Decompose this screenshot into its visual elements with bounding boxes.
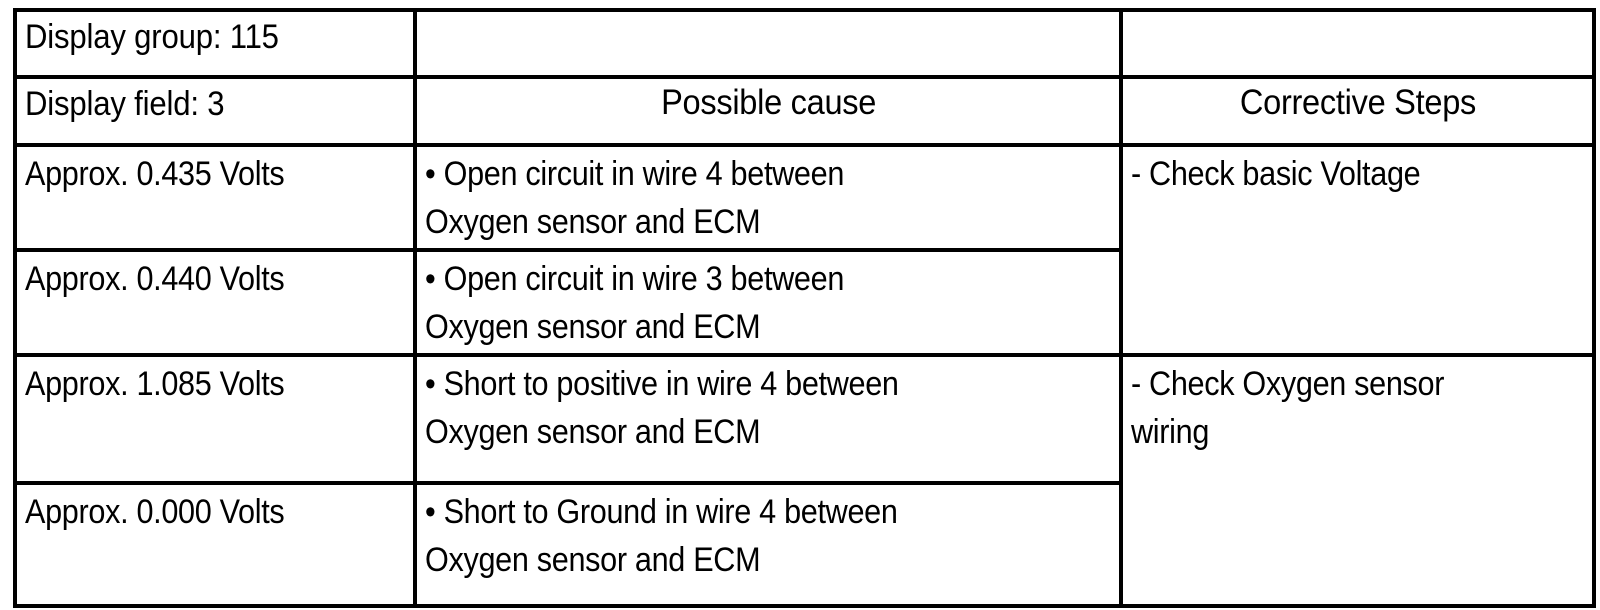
cause-bullet-line: • Short to Ground in wire 4 between [425, 493, 898, 531]
cell-display-group: Display group: 115 [13, 8, 417, 79]
corrective-line-1: - Check Oxygen sensor [1131, 365, 1445, 403]
voltage-value: Approx. 0.435 Volts [25, 155, 285, 193]
cell-possible-cause: • Short to Ground in wire 4 between Oxyg… [413, 481, 1123, 608]
corrective-line-1: - Check basic Voltage [1131, 155, 1421, 193]
display-group-label: Display group: 115 [25, 18, 279, 56]
diagnostic-table: Display group: 115 Display field: 3 Poss… [13, 8, 1596, 608]
cause-continuation-line: Oxygen sensor and ECM [425, 203, 761, 241]
voltage-value: Approx. 1.085 Volts [25, 365, 285, 403]
corrective-steps-header-text: Corrective Steps [1239, 83, 1477, 122]
cell-corrective-steps: - Check Oxygen sensor wiring [1119, 353, 1596, 608]
voltage-value: Approx. 0.440 Volts [25, 260, 285, 298]
cell-voltage: Approx. 1.085 Volts [13, 353, 417, 485]
column-header-possible-cause: Possible cause [413, 75, 1123, 147]
display-field-label: Display field: 3 [25, 85, 225, 123]
table-row: Approx. 1.085 Volts • Short to positive … [13, 353, 1596, 608]
table-header-row: Display field: 3 Possible cause Correcti… [13, 75, 1596, 147]
cell-possible-cause: • Open circuit in wire 4 between Oxygen … [413, 143, 1123, 252]
table-row: Approx. 0.435 Volts • Open circuit in wi… [13, 143, 1596, 357]
corrective-line-2: wiring [1131, 413, 1210, 451]
cause-bullet-line: • Short to positive in wire 4 between [425, 365, 899, 403]
cell-corrective-steps: - Check basic Voltage [1119, 143, 1596, 357]
cause-continuation-line: Oxygen sensor and ECM [425, 541, 761, 579]
cell-voltage: Approx. 0.000 Volts [13, 481, 417, 608]
table-row: Approx. 0.440 Volts • Open circuit in wi… [13, 248, 1594, 357]
cell-voltage: Approx. 0.440 Volts [13, 248, 417, 357]
cause-continuation-line: Oxygen sensor and ECM [425, 413, 761, 451]
cause-bullet-line: • Open circuit in wire 4 between [425, 155, 845, 193]
cell-meta-blank-cause [413, 8, 1123, 79]
table-row: Approx. 0.000 Volts • Short to Ground in… [13, 481, 1594, 608]
possible-cause-header-text: Possible cause [660, 83, 877, 122]
table-row-display-group: Display group: 115 [13, 8, 1596, 79]
cell-possible-cause: • Short to positive in wire 4 between Ox… [413, 353, 1123, 485]
cell-voltage: Approx. 0.435 Volts [13, 143, 417, 252]
cause-continuation-line: Oxygen sensor and ECM [425, 308, 761, 346]
cell-possible-cause: • Open circuit in wire 3 between Oxygen … [413, 248, 1123, 357]
cell-meta-blank-corrective [1119, 8, 1596, 79]
voltage-value: Approx. 0.000 Volts [25, 493, 285, 531]
cell-display-field: Display field: 3 [13, 75, 417, 147]
cause-bullet-line: • Open circuit in wire 3 between [425, 260, 845, 298]
column-header-corrective-steps: Corrective Steps [1119, 75, 1596, 147]
